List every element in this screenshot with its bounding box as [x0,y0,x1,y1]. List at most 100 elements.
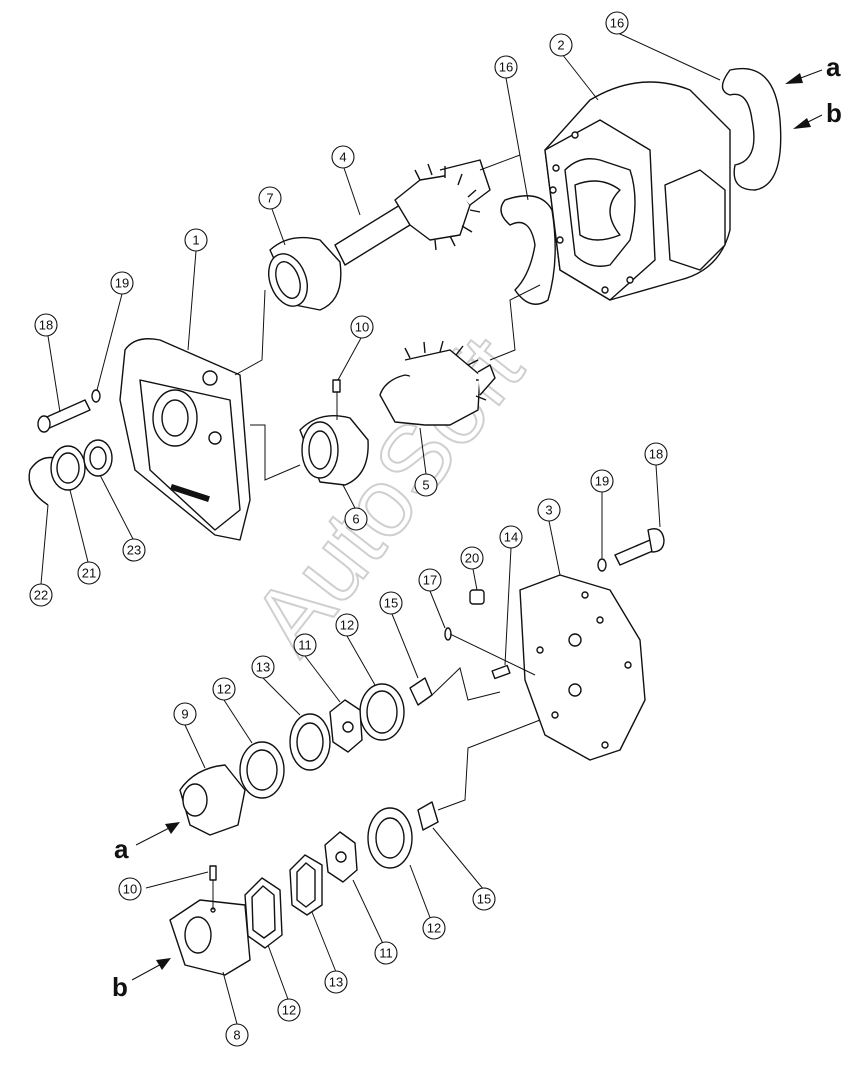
svg-text:12: 12 [217,682,231,697]
callout-2: 2 [549,33,573,57]
callout-18-right: 18 [644,442,668,466]
bearing-part-6 [299,415,369,486]
seal-part-12-upper-left [239,741,285,799]
callout-10-top: 10 [350,315,374,339]
svg-text:23: 23 [127,543,141,558]
svg-text:22: 22 [34,588,48,603]
bolt-part-18-right [614,528,665,566]
svg-text:13: 13 [329,975,343,990]
view-arrows [131,69,823,981]
pump-body-part-2 [544,81,731,301]
bushing-part-9 [179,764,246,836]
front-cover-part-1 [119,338,251,541]
svg-text:21: 21 [82,566,96,581]
svg-text:3: 3 [545,503,552,518]
svg-text:12: 12 [282,1003,296,1018]
washer-part-19-left [91,389,101,403]
driven-gear-part-5 [379,340,496,426]
svg-text:19: 19 [115,276,129,291]
svg-text:2: 2 [557,38,564,53]
svg-text:10: 10 [355,320,369,335]
callout-9: 9 [173,702,197,726]
callout-21: 21 [77,561,101,585]
callout-8: 8 [225,1023,249,1047]
seal-part-12-lower-left [244,877,283,949]
callout-13-lower: 13 [324,970,348,994]
ring-part-22 [28,456,56,506]
pin-part-10-top [332,379,341,393]
washer-part-19-right [597,558,607,572]
fitting-part-15-bottom [417,801,439,831]
callout-16-right: 16 [605,11,629,35]
callout-14: 14 [499,525,523,549]
svg-text:6: 6 [352,512,359,527]
svg-text:11: 11 [298,638,312,653]
svg-text:4: 4 [339,150,346,165]
callout-leaders [40,32,721,1025]
rear-cover-part-3 [519,574,646,761]
callout-5: 5 [414,473,438,497]
svg-text:15: 15 [384,596,398,611]
view-label-a-left: a [114,834,129,864]
svg-text:14: 14 [504,530,518,545]
svg-text:16: 16 [499,60,513,75]
svg-text:12: 12 [427,921,441,936]
connector-lines [212,154,541,910]
view-label-b-top: b [826,98,842,128]
callout-16-left: 16 [494,55,518,79]
seal-ring-part-16-left [500,195,556,305]
callout-15-bottom: 15 [472,887,496,911]
plate-part-11-lower [324,831,358,883]
bearing-part-7 [268,236,342,311]
view-label-b-left: b [112,972,128,1002]
svg-text:9: 9 [181,707,188,722]
callout-12-lower-left: 12 [277,998,301,1022]
view-label-a-top: a [826,52,841,82]
seal-part-12-lower-right [367,807,413,869]
bushing-part-8 [169,899,251,976]
fitting-part-15-top [409,677,433,706]
callout-11-lower: 11 [374,941,398,965]
seal-part-13-upper [289,713,331,771]
pin-part-10-bottom [209,865,217,881]
pin-part-14 [491,664,511,680]
callout-23: 23 [122,538,146,562]
callout-13-upper: 13 [251,655,275,679]
seal-part-13-lower [289,854,323,916]
callout-19-right: 19 [590,469,614,493]
ring-part-23 [83,439,113,477]
svg-text:18: 18 [649,447,663,462]
callout-15-top: 15 [379,591,403,615]
svg-text:10: 10 [123,882,137,897]
plug-part-20 [469,589,485,605]
callout-18-left: 18 [34,313,58,337]
callout-7: 7 [258,186,282,210]
callout-12-lower-right: 12 [422,916,446,940]
callout-6: 6 [344,507,368,531]
callout-12-upper-left: 12 [212,677,236,701]
bolt-part-18-left [37,399,91,433]
callout-4: 4 [331,145,355,169]
svg-text:17: 17 [423,573,437,588]
ring-part-21 [50,445,86,491]
callout-3: 3 [537,498,561,522]
callout-17: 17 [418,568,442,592]
seal-part-12-upper-right [359,683,405,741]
callout-22: 22 [29,583,53,607]
svg-text:7: 7 [266,191,273,206]
svg-text:12: 12 [340,618,354,633]
svg-text:13: 13 [256,660,270,675]
svg-text:11: 11 [379,946,393,961]
plate-part-11-upper [329,699,363,753]
svg-text:15: 15 [477,892,491,907]
callout-1: 1 [184,228,208,252]
watermark-text: AutoSoft [232,317,543,673]
svg-text:20: 20 [465,551,479,566]
svg-text:19: 19 [595,474,609,489]
callout-11-upper: 11 [293,633,317,657]
svg-text:18: 18 [39,318,53,333]
callout-20: 20 [460,546,484,570]
callout-10-bottom: 10 [118,877,142,901]
svg-text:16: 16 [610,16,624,31]
